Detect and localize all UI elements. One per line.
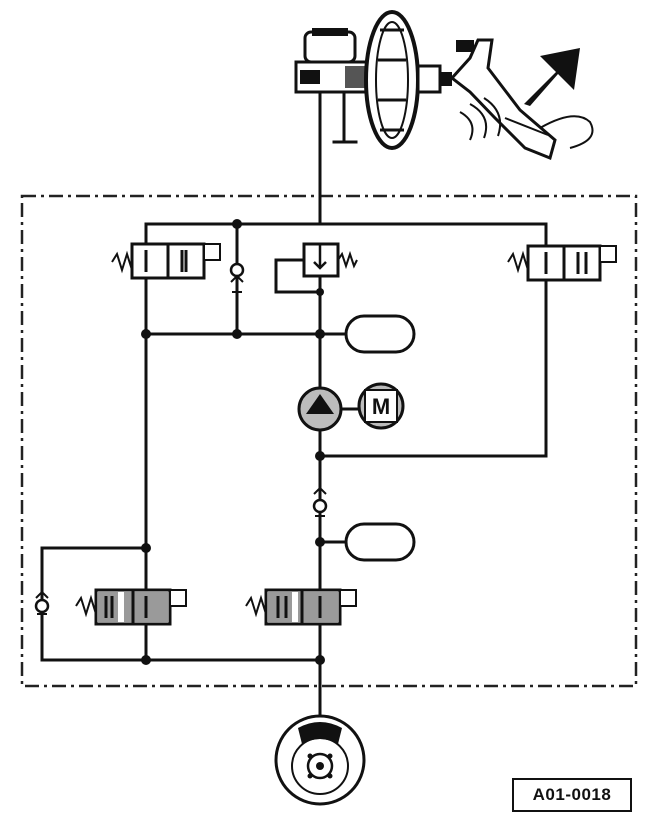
solenoid-valve-lower-center [245,588,357,626]
hydraulic-lines [40,90,548,728]
wheel-brake-icon [274,714,366,806]
pump-icon [297,386,343,432]
check-valve-center [312,486,328,517]
check-valve-upper [229,262,245,293]
arrow-icon [524,48,580,106]
brake-booster-icon [364,10,452,150]
figure-reference-label: A01-0018 [512,778,632,812]
motor-label: M [372,394,390,419]
accumulator-icon [344,522,416,562]
junction-dots [141,219,325,665]
solenoid-valve-upper-right [507,244,617,282]
motor-icon: M [357,382,405,430]
brake-booster-assembly [294,10,594,161]
solenoid-valve-lower-left [75,588,187,626]
solenoid-valve-upper-left [111,242,221,280]
master-cylinder-reservoir [303,30,357,64]
switching-valve-center [302,242,358,278]
check-valve-lower-left [34,590,50,615]
brake-pedal-icon [449,38,594,161]
control-unit-boundary [20,194,638,688]
accumulator-icon [344,314,416,354]
